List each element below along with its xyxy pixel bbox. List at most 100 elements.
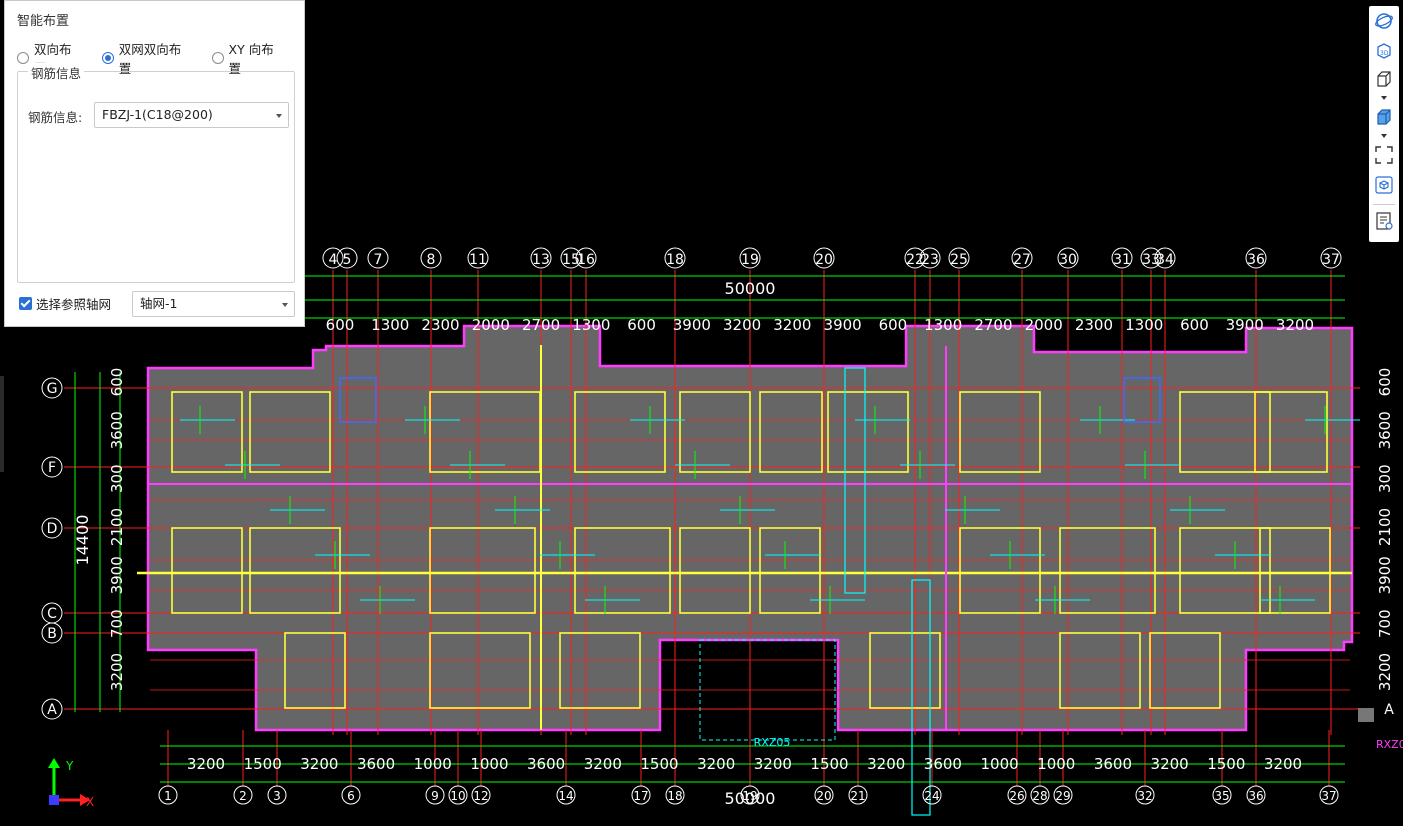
axis-balloon (1140, 247, 1162, 269)
axis-balloon (267, 785, 287, 805)
radio-double-net-bidirectional[interactable]: 双网双向布置 (101, 39, 194, 77)
room-beam (1059, 632, 1141, 709)
axis-balloon-label: 20 (816, 789, 831, 803)
axis-grid-select[interactable]: 轴网-1 (132, 291, 295, 317)
radio-dot (17, 52, 29, 64)
left-collapse-tab[interactable] (0, 376, 4, 472)
room-beam (759, 527, 821, 614)
dim-text: 3900 (673, 316, 711, 334)
grip-box[interactable] (1358, 708, 1374, 722)
dim-text: 1300 (924, 316, 962, 334)
dim-text: 700 (108, 609, 126, 638)
axis-balloon (1154, 247, 1176, 269)
dim-text: 3200 (187, 755, 225, 773)
solid-cube-icon[interactable] (1373, 106, 1395, 128)
axis-balloon-label: 15 (562, 252, 580, 268)
fullscreen-icon[interactable] (1373, 144, 1395, 166)
axis-balloon-label: 25 (950, 252, 968, 268)
dim-text: 1000 (470, 755, 508, 773)
chevron-down-icon[interactable] (1381, 96, 1387, 100)
axis-balloon-label: G (47, 381, 58, 397)
axis-balloon (556, 785, 576, 805)
room-beam (429, 632, 531, 709)
dim-text: 3900 (1226, 316, 1264, 334)
axis-balloon-label: 29 (1055, 789, 1070, 803)
ref-axis-checkbox-row[interactable]: 选择参照轴网 (19, 294, 111, 313)
axis-balloon (367, 247, 389, 269)
label-rxz0: RXZ0 (1376, 738, 1403, 751)
room-beam (429, 391, 541, 473)
axis-balloon-label: 27 (1013, 252, 1031, 268)
dim-text: 2300 (421, 316, 459, 334)
room-beam (827, 391, 909, 473)
axis-balloon-label: F (48, 460, 56, 476)
axis-balloon (922, 785, 942, 805)
axis-balloon (471, 785, 491, 805)
3d-view-icon[interactable]: 3D (1373, 40, 1395, 62)
dim-text: 2000 (472, 316, 510, 334)
axis-balloon-label: 19 (741, 252, 759, 268)
room-beam (249, 527, 341, 614)
room-beam (759, 391, 823, 473)
axis-balloon (41, 517, 63, 539)
room-beam (574, 391, 666, 473)
room-beam (1179, 391, 1271, 473)
dim-text: 2300 (1075, 316, 1113, 334)
axis-balloon-label: 16 (577, 252, 595, 268)
room-beam (679, 391, 751, 473)
dim-text: 3900 (1376, 556, 1394, 594)
axis-balloon-label: 6 (347, 789, 355, 803)
axis-balloon-label: 32 (1137, 789, 1152, 803)
dim-text: 600 (627, 316, 656, 334)
dim-text: 1500 (244, 755, 282, 773)
axis-balloon (341, 785, 361, 805)
axis-balloon (740, 785, 760, 805)
axis-balloon (336, 247, 358, 269)
axis-balloon (575, 247, 597, 269)
room-beam (1254, 391, 1328, 473)
dim-text: 600 (326, 316, 355, 334)
stair-core (699, 639, 836, 741)
chevron-down-icon (282, 303, 288, 307)
rebar-info-select[interactable]: FBZJ-1(C18@200) (94, 102, 289, 128)
room-beam (574, 527, 671, 614)
rebar-info-group: 钢筋信息 钢筋信息: FBZJ-1(C18@200) (17, 63, 295, 283)
axis-balloon (530, 247, 552, 269)
axis-balloon-label: 34 (1156, 252, 1174, 268)
axis-balloon (448, 785, 468, 805)
axis-balloon (848, 785, 868, 805)
dim-text: 3200 (108, 653, 126, 691)
smart-layout-panel: 智能布置 双向布置 双网双向布置 XY 向布置 钢筋信息 钢筋信息: FBZJ-… (4, 0, 305, 327)
cube-view-icon[interactable] (1373, 68, 1395, 90)
dim-text: 300 (1376, 464, 1394, 493)
axis-balloon (1030, 785, 1050, 805)
room-beam (429, 527, 536, 614)
dim-text: 1500 (810, 755, 848, 773)
axis-balloon-label: 9 (431, 789, 439, 803)
axis-balloon-label: A (47, 702, 57, 718)
dim-text: 600 (108, 368, 126, 397)
axis-balloon (813, 247, 835, 269)
dim-text: 1000 (414, 755, 452, 773)
properties-icon[interactable] (1373, 210, 1395, 232)
axis-balloon (233, 785, 253, 805)
room-beam (249, 391, 331, 473)
chevron-down-icon[interactable] (1381, 134, 1387, 138)
axis-balloon-label: 21 (850, 789, 865, 803)
orbit-icon[interactable] (1373, 10, 1395, 32)
dim-text: 3200 (1264, 755, 1302, 773)
radio-label: 双网双向布置 (118, 42, 182, 76)
radio-xy-direction[interactable]: XY 向布置 (211, 39, 286, 77)
axis-balloon (1111, 247, 1133, 269)
ref-axis-checkbox[interactable] (19, 297, 32, 310)
axis-balloon-label: C (47, 606, 57, 622)
model-cube-icon[interactable] (1373, 174, 1395, 196)
dimension-lines (74, 275, 1360, 783)
axis-balloon (1007, 785, 1027, 805)
axis-balloon-label: 24 (924, 789, 939, 803)
axis-balloon (467, 247, 489, 269)
